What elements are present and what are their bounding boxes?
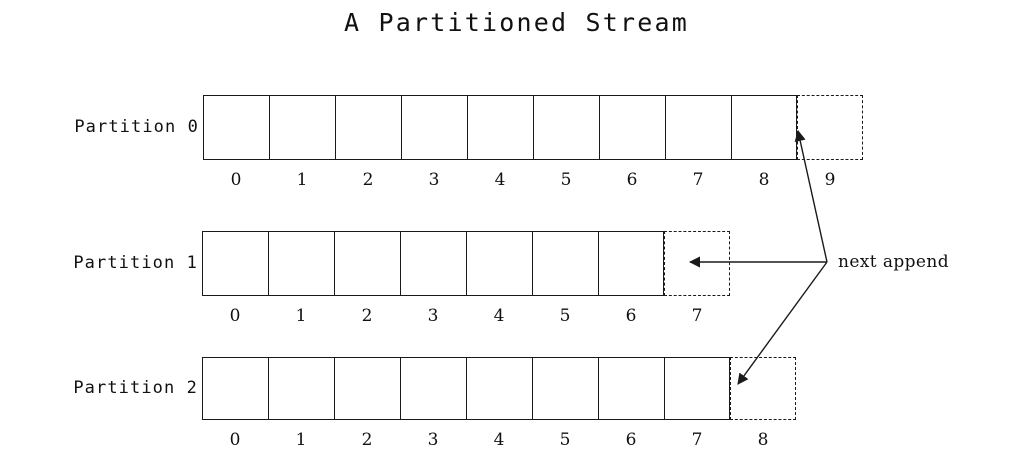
- offset-index: 7: [692, 170, 704, 190]
- offset-index: 3: [427, 430, 439, 450]
- record-cell: [731, 95, 797, 160]
- offset-index: 7: [691, 306, 703, 326]
- offset-index: 1: [296, 170, 308, 190]
- offset-index: 4: [493, 430, 505, 450]
- offset-index: 5: [560, 170, 572, 190]
- record-cell: [202, 231, 268, 296]
- offset-index: 5: [559, 306, 571, 326]
- record-cell: [532, 231, 598, 296]
- arrow-to-partition-0: [794, 129, 828, 263]
- record-cell: [665, 95, 731, 160]
- offset-index: 0: [230, 170, 242, 190]
- record-cell: [202, 357, 268, 420]
- record-cell: [533, 95, 599, 160]
- record-cell: [268, 231, 334, 296]
- page-title: A Partitioned Stream: [343, 8, 690, 37]
- partition-strip-0: [203, 95, 863, 160]
- record-cell: [269, 95, 335, 160]
- pending-cell: [730, 357, 796, 420]
- record-cell: [598, 357, 664, 420]
- next-append-label: next append: [838, 252, 950, 272]
- offset-index: 2: [361, 306, 373, 326]
- offset-index: 6: [626, 170, 638, 190]
- record-cell: [664, 357, 730, 420]
- record-cell: [334, 357, 400, 420]
- record-cell: [599, 95, 665, 160]
- partition-label-0: Partition 0: [74, 116, 199, 137]
- record-cell: [466, 231, 532, 296]
- record-cell: [334, 231, 400, 296]
- record-cell: [400, 231, 466, 296]
- offset-index: 7: [691, 430, 703, 450]
- partition-strip-2: [202, 357, 796, 420]
- record-cell: [532, 357, 598, 420]
- offset-index: 5: [559, 430, 571, 450]
- offset-index: 9: [824, 170, 836, 190]
- record-cell: [400, 357, 466, 420]
- partition-label-1: Partition 1: [73, 252, 198, 273]
- offset-index: 2: [361, 430, 373, 450]
- offset-index: 3: [428, 170, 440, 190]
- partition-strip-1: [202, 231, 730, 296]
- offset-index: 6: [625, 430, 637, 450]
- offset-index: 3: [427, 306, 439, 326]
- record-cell: [467, 95, 533, 160]
- offset-index-row-2: 0 1 2 3 4 5 6 7 8: [202, 430, 796, 450]
- offset-index-row-1: 0 1 2 3 4 5 6 7: [202, 306, 730, 326]
- record-cell: [598, 231, 664, 296]
- partition-label-2: Partition 2: [73, 377, 198, 398]
- offset-index: 4: [493, 306, 505, 326]
- offset-index: 0: [229, 430, 241, 450]
- record-cell: [335, 95, 401, 160]
- record-cell: [466, 357, 532, 420]
- offset-index-row-0: 0 1 2 3 4 5 6 7 8 9: [203, 170, 863, 190]
- offset-index: 1: [295, 430, 307, 450]
- offset-index: 4: [494, 170, 506, 190]
- offset-index: 6: [625, 306, 637, 326]
- record-cell: [401, 95, 467, 160]
- record-cell: [203, 95, 269, 160]
- offset-index: 8: [758, 170, 770, 190]
- record-cell: [268, 357, 334, 420]
- arrow-to-partition-2: [737, 261, 828, 385]
- offset-index: 0: [229, 306, 241, 326]
- pending-cell: [664, 231, 730, 296]
- offset-index: 8: [757, 430, 769, 450]
- pending-cell: [797, 95, 863, 160]
- offset-index: 2: [362, 170, 374, 190]
- offset-index: 1: [295, 306, 307, 326]
